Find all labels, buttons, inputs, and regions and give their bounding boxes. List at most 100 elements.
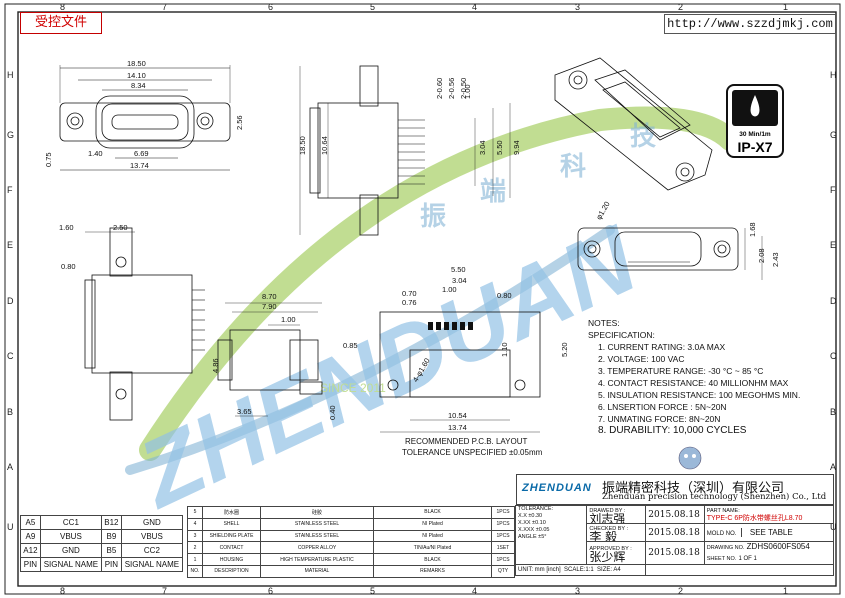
zone-left-c: C — [7, 351, 14, 361]
mold-cell: MOLD NO. SEE TABLE — [703, 523, 835, 542]
dim-right-2: 1.68 — [748, 222, 757, 237]
zone-right-h: H — [830, 70, 837, 80]
bom-cell: NI Plated — [373, 529, 492, 543]
bom-cell: NO. — [187, 564, 203, 578]
zone-right-c: C — [830, 351, 837, 361]
left-view — [84, 227, 205, 421]
dim-front-6: 1.40 — [88, 149, 103, 158]
zone-bottom-4: 5 — [370, 586, 375, 596]
tolerance-row: ANGLE ±5° — [518, 534, 547, 540]
pin-cell: B9 — [100, 529, 122, 544]
watermark-char-1: 振 — [420, 202, 446, 232]
drawing-number: ZDHS0600FS054 — [746, 542, 810, 552]
zone-top-7: 2 — [678, 2, 683, 12]
zone-top-4: 5 — [370, 2, 375, 12]
pin-cell: SIGNAL NAME — [120, 557, 184, 572]
bom-cell: COPPER ALLOY — [260, 541, 374, 555]
table-row: CHECKED BY :李 毅 2015.08.18 MOLD NO. SEE … — [516, 523, 835, 542]
zone-top-3: 6 — [268, 2, 273, 12]
bom-cell: TIN/Au/NI Plated — [373, 541, 492, 555]
dim-mid-2: 7.90 — [262, 302, 277, 311]
notes-heading: NOTES: — [588, 318, 620, 328]
tolerance-cell: TOLERANCE: X.X ±0.30 X.XX ±0.10 X.XXX ±0… — [514, 505, 588, 565]
zone-left-b: B — [7, 407, 13, 417]
dim-pcb-5: 0.76 — [402, 298, 417, 307]
bom-cell: STAINLESS STEEL — [260, 529, 374, 543]
zone-bottom-5: 4 — [472, 586, 477, 596]
dim-front-3: 8.34 — [131, 81, 146, 90]
dim-front-8: 13.74 — [130, 161, 149, 170]
bom-cell: QTY — [491, 564, 515, 578]
pin-cell: SIGNAL NAME — [39, 557, 102, 572]
notes-subheading: SPECIFICATION: — [588, 330, 655, 340]
watermark-char-3: 科 — [560, 152, 586, 182]
dim-front-5: 0.75 — [44, 152, 53, 167]
drawn-date: 2015.08.18 — [645, 505, 705, 524]
bom-cell: SHIELDING PLATE — [202, 529, 261, 543]
pin-cell: A5 — [20, 515, 41, 530]
front-view — [59, 65, 231, 171]
company-name-en: Zhenduan precision technology (Shenzhen)… — [602, 492, 827, 502]
bom-cell: 1PCS — [491, 529, 515, 543]
note-item: 5. INSULATION RESISTANCE: 100 MEGOHMS MI… — [598, 390, 801, 400]
note-item: 2. VOLTAGE: 100 VAC — [598, 354, 685, 364]
mascot-icon — [678, 446, 702, 470]
dim-mid-6: 3.65 — [237, 407, 252, 416]
zone-right-g: G — [830, 130, 837, 140]
approved-by-label: APPROVED BY : — [589, 546, 632, 552]
dim-side-6: 10.64 — [320, 136, 329, 155]
dim-right-3: 2.08 — [757, 248, 766, 263]
dim-pcb-4: 0.70 — [402, 289, 417, 298]
iso-view — [554, 57, 713, 191]
pin-cell: B5 — [100, 543, 122, 558]
dim-pcb-6: 0.80 — [497, 291, 512, 300]
checked-by-cell: CHECKED BY :李 毅 — [586, 523, 647, 542]
dim-side-1: 2-0.60 — [435, 78, 444, 99]
outer-frame — [4, 3, 841, 595]
bom-cell: NI Plated — [373, 517, 492, 531]
middle-view — [217, 302, 323, 417]
pin-cell: PIN — [20, 557, 41, 572]
dim-side-2: 2-0.56 — [447, 78, 456, 99]
dim-front-1: 18.50 — [127, 59, 146, 68]
checked-date: 2015.08.18 — [645, 523, 705, 542]
dim-mid-5: 0.40 — [328, 405, 337, 420]
drawing-cell: DRAWING NO. ZDHS0600FS054 SHEET NO. 1 OF… — [703, 541, 835, 565]
part-name-cell: PART NAME:TYPE-C 6P防水带螺丝孔L8.70 — [703, 505, 835, 524]
pcb-caption-tolerance: TOLERANCE UNSPECIFIED ±0.05mm — [402, 448, 543, 457]
zone-left-a: A — [7, 462, 13, 472]
bom-cell: REMARKS — [373, 564, 492, 578]
bom-cell: 1PCS — [491, 553, 515, 566]
unit-scale-cell: UNIT: mm [inch] SCALE:1:1 SIZE: A4 — [514, 564, 647, 576]
zone-top-2: 7 — [162, 2, 167, 12]
pin-cell: GND — [120, 515, 184, 530]
watermark-char-4: 技 — [630, 122, 656, 152]
note-item: 3. TEMPERATURE RANGE: -30 °C ~ 85 °C — [598, 366, 764, 376]
unit-label: UNIT: mm [inch] — [518, 567, 561, 573]
website-url[interactable]: http://www.szzdjmkj.com — [664, 14, 836, 34]
dim-right-4: 2.43 — [771, 252, 780, 267]
bom-cell: 1PCS — [491, 517, 515, 531]
zone-top-1: 8 — [60, 2, 65, 12]
note-item: 7. UNMATING FORCE: 8N~20N — [598, 414, 721, 424]
zone-left-e: E — [7, 240, 13, 250]
inner-frame — [17, 11, 837, 587]
mold-label: MOLD NO. — [706, 531, 737, 537]
pin-cell: CC2 — [120, 543, 184, 558]
mold-value: SEE TABLE — [740, 528, 793, 537]
approved-by-cell: APPROVED BY :张少辉 — [586, 541, 647, 565]
dim-front-7: 6.69 — [134, 149, 149, 158]
dim-pcb-2: 3.04 — [452, 276, 467, 285]
pcb-view — [379, 311, 541, 433]
bom-cell: MATERIAL — [260, 564, 374, 578]
zone-top-5: 4 — [472, 2, 477, 12]
zone-left-g: G — [7, 130, 14, 140]
tolerance-row: X.X ±0.30 — [518, 513, 543, 519]
dim-side-8: 5.50 — [495, 140, 504, 155]
